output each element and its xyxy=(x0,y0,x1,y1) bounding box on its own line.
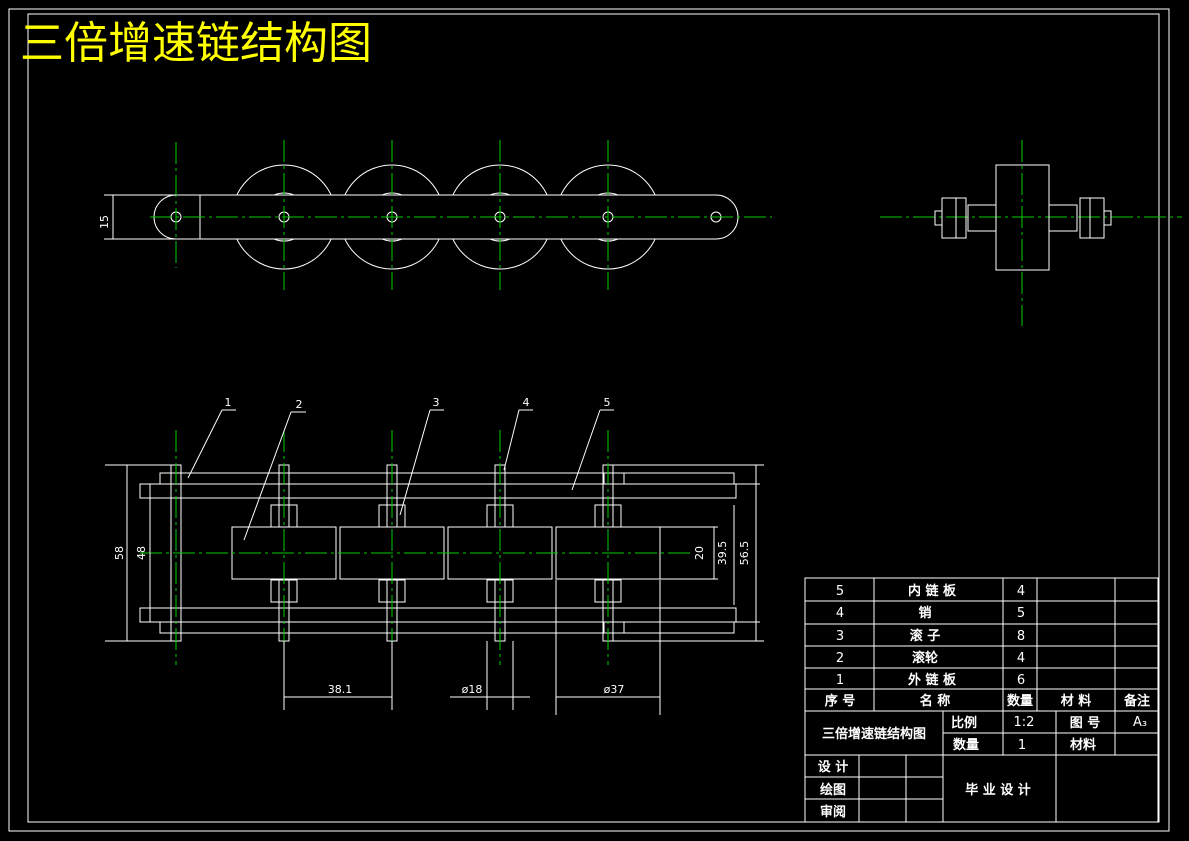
roller-side xyxy=(1048,204,1078,232)
title-block: 5 内 链 板 4 4 销 5 3 滚 子 8 2 滚轮 4 1 外 链 板 6… xyxy=(804,577,1159,823)
dim-39-5: 39.5 xyxy=(716,541,729,566)
dim-48: 48 xyxy=(135,546,148,560)
part-name: 销 xyxy=(918,605,931,621)
scale-label: 比例 xyxy=(951,715,977,731)
balloon-3: 3 xyxy=(433,396,440,409)
drawing-title: 三倍增速链结构图 xyxy=(20,18,372,69)
header-material: 材 料 xyxy=(1061,693,1092,709)
leader-line xyxy=(503,409,520,471)
link-plate xyxy=(153,194,739,240)
leader-line xyxy=(243,411,292,541)
quantity-label: 数量 xyxy=(953,737,979,753)
header-name: 名 称 xyxy=(920,693,951,709)
dim-15: 15 xyxy=(98,215,111,229)
header-note: 备注 xyxy=(1123,693,1150,709)
leader-line xyxy=(187,409,223,479)
balloon-4: 4 xyxy=(523,396,530,409)
part-name: 内 链 板 xyxy=(908,583,957,599)
part-name: 外 链 板 xyxy=(907,672,957,688)
dim-pitch: 38.1 xyxy=(328,683,353,696)
part-no: 2 xyxy=(836,651,844,666)
title-block-frame xyxy=(804,577,1159,823)
header-qty: 数量 xyxy=(1007,693,1033,709)
part-qty: 4 xyxy=(1017,651,1025,666)
pin-end xyxy=(934,210,943,226)
dim-58: 58 xyxy=(113,546,126,560)
leader-line xyxy=(399,409,431,516)
inner-frame xyxy=(27,13,1160,823)
inner-link-plate xyxy=(139,483,737,499)
plan-view: 58 48 20 39.5 56.5 38.1 ø18 ø37 1 xyxy=(105,396,764,715)
part-no: 5 xyxy=(836,584,844,599)
part-name: 滚轮 xyxy=(912,650,938,666)
outer-frame xyxy=(8,8,1170,832)
part-qty: 6 xyxy=(1017,673,1025,688)
balloon-1: 1 xyxy=(225,396,232,409)
plate-side xyxy=(941,197,967,239)
project-label: 毕 业 设 计 xyxy=(965,782,1031,798)
plate-side xyxy=(1079,197,1105,239)
part-name: 滚 子 xyxy=(910,628,941,644)
design-label: 设 计 xyxy=(818,759,849,775)
material-label: 材料 xyxy=(1070,737,1096,753)
dim-56-5: 56.5 xyxy=(738,541,751,566)
drawing-no-label: 图 号 xyxy=(1070,716,1101,731)
dim-pin-diameter: ø18 xyxy=(462,683,483,696)
header-no: 序 号 xyxy=(825,693,856,709)
quantity-value: 1 xyxy=(1018,738,1026,753)
dim-20: 20 xyxy=(693,546,706,560)
part-qty: 8 xyxy=(1017,629,1025,644)
part-no: 3 xyxy=(836,629,844,644)
leader-line xyxy=(571,409,601,491)
side-view xyxy=(880,140,1182,326)
dim-roller-diameter: ø37 xyxy=(604,683,625,696)
part-no: 4 xyxy=(836,606,844,621)
inner-link-plate xyxy=(139,607,737,623)
balloon-2: 2 xyxy=(296,398,303,411)
part-no: 1 xyxy=(836,673,844,688)
front-view: 15 xyxy=(98,140,772,290)
part-qty: 4 xyxy=(1017,584,1025,599)
pin-end xyxy=(1103,210,1112,226)
draw-label: 绘图 xyxy=(820,782,846,798)
review-label: 审阅 xyxy=(820,804,846,820)
roller-side xyxy=(967,204,997,232)
scale-value: 1:2 xyxy=(1014,715,1035,730)
balloon-5: 5 xyxy=(604,396,611,409)
part-qty: 5 xyxy=(1017,606,1025,621)
drawing-no-value: A₃ xyxy=(1133,715,1147,730)
title-block-name: 三倍增速链结构图 xyxy=(822,726,926,742)
